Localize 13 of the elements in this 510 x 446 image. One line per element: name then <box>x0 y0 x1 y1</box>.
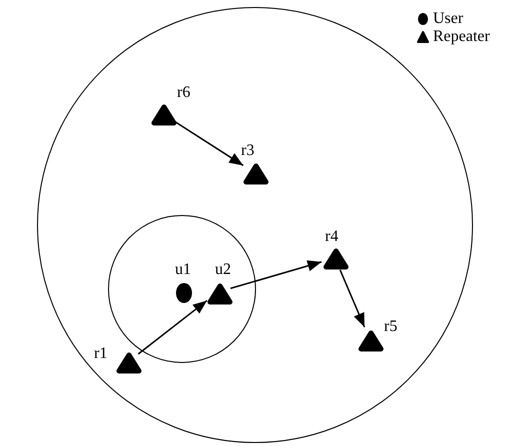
arrow <box>230 260 322 290</box>
arrow <box>174 120 244 166</box>
node-label: r6 <box>177 85 190 101</box>
node-label: r1 <box>94 346 108 362</box>
legend-label: Repeater <box>433 29 490 45</box>
legend-label: User <box>433 11 464 27</box>
node-label: r4 <box>325 229 338 245</box>
arrow <box>339 270 366 328</box>
node-label: r3 <box>241 143 254 159</box>
node-label: u2 <box>215 262 231 278</box>
node-label: u1 <box>175 262 191 278</box>
node-label: r5 <box>384 319 398 335</box>
arrow <box>138 300 208 355</box>
